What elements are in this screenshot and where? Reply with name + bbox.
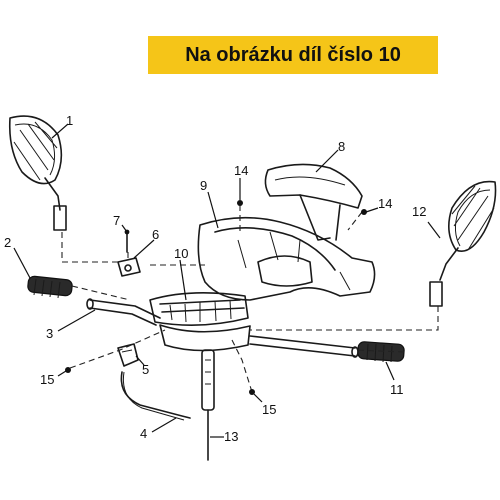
screw-7 [124,229,130,253]
left-mirror [8,115,67,231]
rear-handlebar-cover [197,216,376,301]
callout-12: 12 [412,204,426,219]
callout-4: 4 [140,426,147,441]
callout-13: 13 [224,429,238,444]
callout-numbers: 1 2 3 4 5 6 7 8 9 10 11 12 13 14 14 15 1… [4,113,426,444]
front-upper-cover [264,163,363,241]
callout-1: 1 [66,113,73,128]
throttle-tube [201,349,215,461]
right-grip [357,341,405,363]
bracket [117,257,141,277]
bolts [65,200,367,395]
callout-11: 11 [390,382,404,397]
meter-housing [149,292,251,352]
callout-6: 6 [152,227,159,242]
callout-15-right: 15 [262,402,276,417]
callout-14-right: 14 [378,196,392,211]
callout-8: 8 [338,139,345,154]
callout-15-left: 15 [40,372,54,387]
callout-5: 5 [142,362,149,377]
callout-7: 7 [113,213,120,228]
banner-text: Na obrázku díl číslo 10 [185,43,401,66]
leader-lines [13,123,441,438]
throttle-cable [120,371,191,421]
right-mirror [429,180,497,307]
callout-9: 9 [200,178,207,193]
left-grip [27,275,73,299]
assembly-lines [61,205,439,393]
callout-2: 2 [4,235,11,250]
part-number-banner: Na obrázku díl číslo 10 [148,36,438,74]
callout-10: 10 [174,246,188,261]
callout-14-top: 14 [234,163,248,178]
left-switch [117,343,139,367]
handlebar-tube [86,298,359,358]
callout-3: 3 [46,326,53,341]
